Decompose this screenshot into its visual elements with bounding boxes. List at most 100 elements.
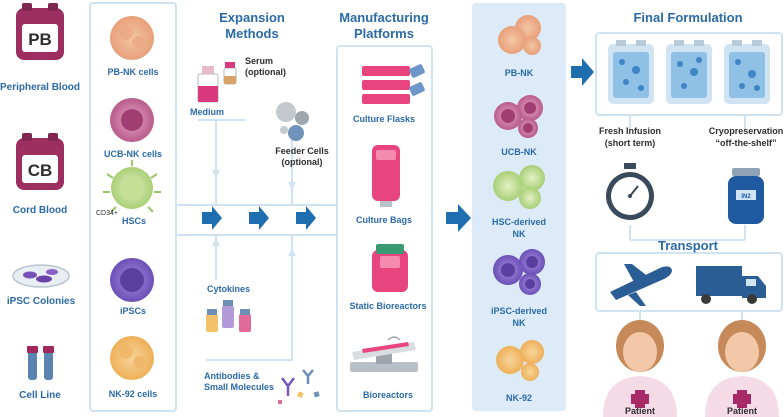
bioreactors-label: Bioreactors xyxy=(363,390,413,400)
fresh-infusion-line2: (short term) xyxy=(605,138,656,148)
transport-panel xyxy=(595,252,783,312)
manufacturing-title-line2: Platforms xyxy=(354,26,414,41)
product-hsc-line1: HSC-derived xyxy=(492,217,546,227)
feeder-cell-icon-1 xyxy=(276,102,296,122)
feeder-label-line2: (optional) xyxy=(282,157,323,167)
nk92-cells-label: NK-92 cells xyxy=(109,389,158,399)
vial-icon-2 xyxy=(44,350,53,380)
patient-right-label: Patient xyxy=(727,406,757,416)
ucb-nk-cells-label: UCB-NK cells xyxy=(104,149,162,159)
bioreactors-group: Bioreactors xyxy=(350,336,418,400)
ipsc-colonies-label: iPSC Colonies xyxy=(7,296,76,307)
flow-arrows-small xyxy=(212,170,296,256)
serum-label-line1: Serum xyxy=(245,56,273,66)
cells-panel xyxy=(89,2,177,412)
formulation-panel xyxy=(595,32,783,116)
manufacturing-title-line1: Manufacturing xyxy=(339,10,429,25)
final-formulation-title: Final Formulation xyxy=(633,10,742,25)
to-formulation-arrow xyxy=(571,58,594,86)
antibodies-label-line2: Small Molecules xyxy=(204,382,274,392)
expansion-arrow-1 xyxy=(202,206,222,230)
medium-label: Medium xyxy=(190,107,224,117)
fresh-infusion-line1: Fresh Infusion xyxy=(599,126,661,136)
antibodies-group: Antibodies & Small Molecules xyxy=(204,369,320,404)
cell-ipscs: iPSCs xyxy=(110,258,154,316)
culture-flask-icon xyxy=(362,64,425,104)
cell-nk92: NK-92 cells xyxy=(109,336,158,399)
cytokine-vial-icon-1 xyxy=(206,314,218,332)
product-pb-nk-label: PB-NK xyxy=(505,68,534,78)
infusion-bag-icon-3 xyxy=(724,40,770,104)
nk92-cell-icon xyxy=(110,336,154,380)
hsc-nk-product-icon xyxy=(493,171,523,201)
airplane-icon xyxy=(610,264,672,306)
transport-title: Transport xyxy=(658,238,719,253)
cytokines-group: Cytokines xyxy=(206,284,251,332)
svg-text:IN2: IN2 xyxy=(741,194,751,200)
patient-left xyxy=(603,320,677,417)
source-peripheral-blood: PB Peripheral Blood xyxy=(0,3,80,93)
infusion-bag-icon-2 xyxy=(666,40,712,104)
cell-ucb-nk: UCB-NK cells xyxy=(104,98,162,159)
cryo-line1: Cryopreservation xyxy=(709,126,784,136)
culture-flasks-label: Culture Flasks xyxy=(353,114,415,124)
cell-pb-nk: PB-NK cells xyxy=(107,16,159,77)
product-nk92: NK-92 xyxy=(496,340,544,403)
cryo-line2: “off-the-shelf” xyxy=(716,138,777,148)
cd34-label: CD34+ xyxy=(96,210,118,217)
cb-label: Cord Blood xyxy=(13,205,67,216)
culture-flasks-group: Culture Flasks xyxy=(353,64,425,124)
expansion-title-line2: Methods xyxy=(225,26,278,41)
cb-badge: CB xyxy=(28,161,53,180)
pb-nk-product-icon xyxy=(498,26,526,54)
product-ucb-nk: UCB-NK xyxy=(494,95,543,157)
product-pb-nk: PB-NK xyxy=(498,15,541,78)
product-ipsc-line2: NK xyxy=(513,318,526,328)
truck-icon xyxy=(696,266,766,304)
feeder-label-line1: Feeder Cells xyxy=(275,146,329,156)
infusion-bag-icon-1 xyxy=(608,40,654,104)
product-ipsc-nk: iPSC-derived NK xyxy=(491,249,547,328)
pb-nk-cells-label: PB-NK cells xyxy=(107,67,158,77)
expansion-arrows xyxy=(202,206,316,230)
serum-label-line2: (optional) xyxy=(245,67,286,77)
cytokines-label: Cytokines xyxy=(207,284,250,294)
cytokine-vial-icon-2 xyxy=(222,306,234,328)
product-hsc-nk: HSC-derived NK xyxy=(492,165,546,239)
cell-hscs: CD34+ HSCs xyxy=(96,160,161,226)
expansion-title-line1: Expansion xyxy=(219,10,285,25)
hscs-label: HSCs xyxy=(122,216,146,226)
vial-icon-1 xyxy=(28,350,37,380)
culture-bags-label: Culture Bags xyxy=(356,215,412,225)
source-cell-line: Cell Line xyxy=(19,346,61,401)
feeder-cells-group: Feeder Cells (optional) xyxy=(275,102,329,167)
manufacturing-panel xyxy=(336,45,433,412)
ipscs-label: iPSCs xyxy=(120,306,146,316)
antibody-icon xyxy=(281,369,314,396)
source-ipsc-colonies: iPSC Colonies xyxy=(7,264,76,307)
expansion-arrow-2 xyxy=(249,206,269,230)
antibodies-label-line1: Antibodies & xyxy=(204,371,260,381)
medium-serum-group: Serum (optional) Medium xyxy=(190,56,286,117)
product-ucb-nk-label: UCB-NK xyxy=(501,147,537,157)
static-bioreactors-group: Static Bioreactors xyxy=(349,244,427,311)
patient-right xyxy=(705,320,779,417)
expansion-arrow-3 xyxy=(296,206,316,230)
panel-frames xyxy=(89,2,783,412)
product-ipsc-line1: iPSC-derived xyxy=(491,306,547,316)
rocking-bioreactor-icon xyxy=(350,336,418,372)
formulation-bags xyxy=(608,40,770,104)
pb-badge: PB xyxy=(28,30,52,49)
cell-line-label: Cell Line xyxy=(19,390,61,401)
pb-label: Peripheral Blood xyxy=(0,82,80,93)
pb-nk-cell-icon xyxy=(110,16,154,60)
cytokine-vial-icon-3 xyxy=(239,314,251,332)
product-nk92-label: NK-92 xyxy=(506,393,532,403)
nk92-product-icon xyxy=(496,346,524,374)
to-products-arrow xyxy=(446,204,471,232)
stopwatch-icon xyxy=(606,163,654,220)
static-bioreactors-label: Static Bioreactors xyxy=(349,301,426,311)
cryo-tank-icon: IN2 xyxy=(728,168,764,224)
